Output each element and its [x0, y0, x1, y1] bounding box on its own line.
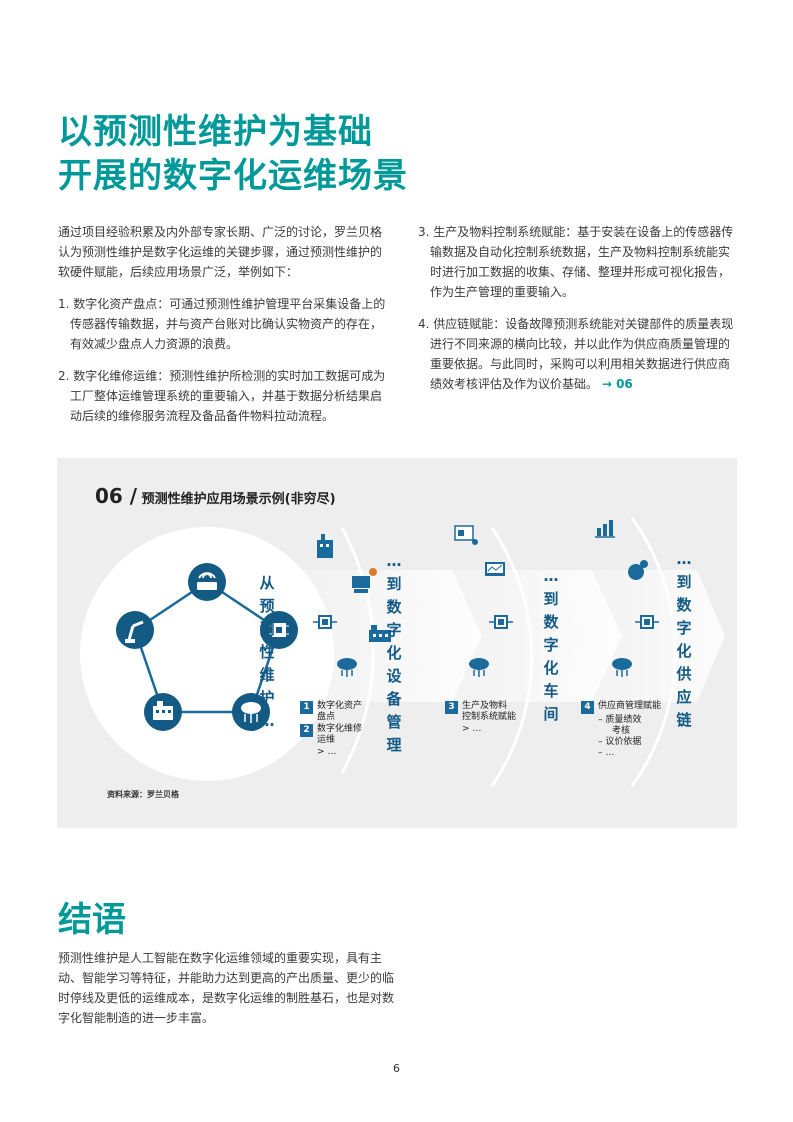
list-item-text: 数字化维修运维 — [317, 724, 363, 745]
list-item-text: 数字化资产盘点 — [317, 701, 363, 722]
cloud-small-icon — [337, 658, 357, 677]
arc-device — [340, 527, 375, 774]
scenario-list-2: 3 生产及物料控制系统赋能 > … — [445, 701, 555, 735]
arc-supply — [630, 517, 677, 787]
arc-label-char: 数 — [676, 596, 692, 614]
list-item: 1 数字化资产盘点 — [300, 701, 390, 723]
cloud-small-icon — [612, 658, 632, 677]
arc-label-char: 管 — [386, 713, 402, 731]
warehouse-icon — [369, 625, 391, 642]
robot-arm-icon — [116, 611, 154, 649]
wifi-device-icon — [188, 563, 226, 601]
factory-icon — [317, 534, 333, 558]
list-item-text: 4. 供应链赋能：设备故障预测系统能对关键部件的质量表现进行不同来源的横向比较，… — [418, 317, 734, 391]
number-badge: 4 — [581, 701, 594, 714]
scenario-list-3: 4 供应商管理赋能 – 质量绩效考核 – 议价依据 – … — [581, 701, 691, 759]
arc-label-char: 理 — [386, 736, 402, 754]
number-badge: 3 — [445, 701, 458, 714]
figure-title: 06 / 预测性维护应用场景示例(非穷尽) — [95, 484, 336, 508]
money-bag-icon — [628, 560, 648, 580]
list-item-text: 生产及物料控制系统赋能 — [462, 701, 517, 722]
arc-workshop — [490, 527, 534, 787]
arc-label-char: 供 — [676, 665, 692, 683]
number-badge: 1 — [300, 701, 313, 714]
sub-item: – … — [598, 748, 615, 758]
title-line-2: 开展的数字化运维场景 — [58, 156, 408, 196]
intro-paragraph: 通过项目经验积累及内外部专家长期、广泛的讨论，罗兰贝格认为预测性维护是数字化运维… — [58, 225, 383, 279]
dashboard-screen-icon — [454, 525, 478, 545]
factory-building-icon — [144, 693, 182, 731]
list-item-text: 供应商管理赋能 — [598, 701, 662, 711]
conclusion-heading: 结语 — [58, 900, 126, 940]
page-title: 以预测性维护为基础 开展的数字化运维场景 — [58, 110, 408, 198]
bar-chart-icon — [595, 520, 615, 538]
figure-06: 06 / 预测性维护应用场景示例(非穷尽) 从预测性维护… …到数字化设备管理 … — [57, 458, 737, 828]
figure-diagram — [80, 517, 725, 787]
arc-label-char: 字 — [543, 636, 559, 654]
arc-label-char: 预 — [259, 597, 275, 615]
arc-label-digital-workshop: … 到数字化车间 — [543, 565, 559, 726]
arc-label-char: 到 — [543, 590, 559, 608]
list-item: 2 数字化维修运维 — [300, 724, 390, 746]
arc-label-char: 应 — [676, 688, 692, 706]
arc-label-char: 性 — [259, 643, 275, 661]
arc-label-char: 字 — [676, 619, 692, 637]
monitor-chart-icon — [485, 562, 505, 576]
chip-small-icon — [489, 615, 513, 629]
arc-label-char: 字 — [386, 621, 402, 639]
arc-label-char: 到 — [386, 575, 402, 593]
list-item: 4. 供应链赋能：设备故障预测系统能对关键部件的质量表现进行不同来源的横向比较，… — [418, 314, 740, 394]
arc-label-char: 到 — [676, 573, 692, 591]
arc-label-char: 化 — [676, 642, 692, 660]
arc-label-char: 车 — [543, 682, 559, 700]
list-item: 2. 数字化维修运维：预测性维护所检测的实时加工数据可成为工厂整体运维管理系统的… — [58, 369, 386, 423]
arc-label-char: 间 — [543, 705, 559, 723]
arc-label-char: 从 — [259, 574, 275, 592]
list-item: 3. 生产及物料控制系统赋能：基于安装在设备上的传感器传输数据及自动化控制系统数… — [418, 225, 734, 299]
list-more: > … — [462, 724, 482, 734]
robot-workstation-icon — [352, 568, 377, 593]
arc-label-char: 设 — [386, 667, 402, 685]
figure-source: 资料来源：罗兰贝格 — [107, 790, 179, 799]
figure-number: 06 / — [95, 484, 138, 508]
list-item: 3 生产及物料控制系统赋能 — [445, 701, 555, 723]
cloud-small-icon — [469, 658, 489, 677]
list-item: 1. 数字化资产盘点：可通过预测性维护管理平台采集设备上的传感器传输数据，并与资… — [58, 297, 386, 351]
sub-item: – 质量绩效考核 — [598, 715, 642, 736]
arc-label-char: … — [676, 550, 692, 568]
body-left-column: 通过项目经验积累及内外部专家长期、广泛的讨论，罗兰贝格认为预测性维护是数字化运维… — [58, 222, 388, 438]
arc-label-char: 化 — [386, 644, 402, 662]
list-item: 4 供应商管理赋能 — [581, 701, 691, 714]
arc-label-char: 备 — [386, 690, 402, 708]
conclusion-paragraph: 预测性维护是人工智能在数字化运维领域的重要实现，具有主动、智能学习等特征，并能助… — [58, 951, 395, 1025]
list-more: > … — [317, 747, 337, 757]
arc-label-digital-device: … 到数字化设备管理 — [386, 550, 402, 757]
body-right-column: 3. 生产及物料控制系统赋能：基于安装在设备上的传感器传输数据及自动化控制系统数… — [418, 222, 740, 406]
arc-label-char: 数 — [386, 598, 402, 616]
sub-item: – 议价依据 — [598, 737, 642, 747]
arc-label-char: 数 — [543, 613, 559, 631]
arc-label-char: … — [259, 712, 275, 730]
chip-small-icon — [313, 615, 337, 629]
figure-title-text: 预测性维护应用场景示例(非穷尽) — [141, 492, 336, 507]
arc-label-char: 维 — [259, 666, 275, 684]
arc-label-char: … — [386, 552, 402, 570]
chip-icon — [260, 611, 298, 649]
arc-label-digital-supply-chain: … 到数字化供应链 — [676, 548, 692, 732]
arc-label-from-predictive: 从预测性维护 … — [259, 572, 275, 733]
figure-reference-link[interactable]: → 06 — [601, 377, 633, 391]
chevron-band-3 — [552, 570, 725, 702]
title-line-1: 以预测性维护为基础 — [58, 112, 373, 152]
arc-label-char: 护 — [259, 689, 275, 707]
scenario-list-1: 1 数字化资产盘点 2 数字化维修运维 > … — [300, 701, 390, 758]
pentagon-circle — [80, 527, 334, 781]
arc-label-char: … — [543, 567, 559, 585]
arc-label-char: 链 — [676, 711, 692, 729]
number-badge: 2 — [300, 724, 313, 737]
chip-small-icon — [635, 615, 659, 629]
arc-label-char: 化 — [543, 659, 559, 677]
cloud-network-icon — [232, 693, 270, 731]
page-number: 6 — [393, 1062, 400, 1075]
arc-label-char: 测 — [259, 620, 275, 638]
